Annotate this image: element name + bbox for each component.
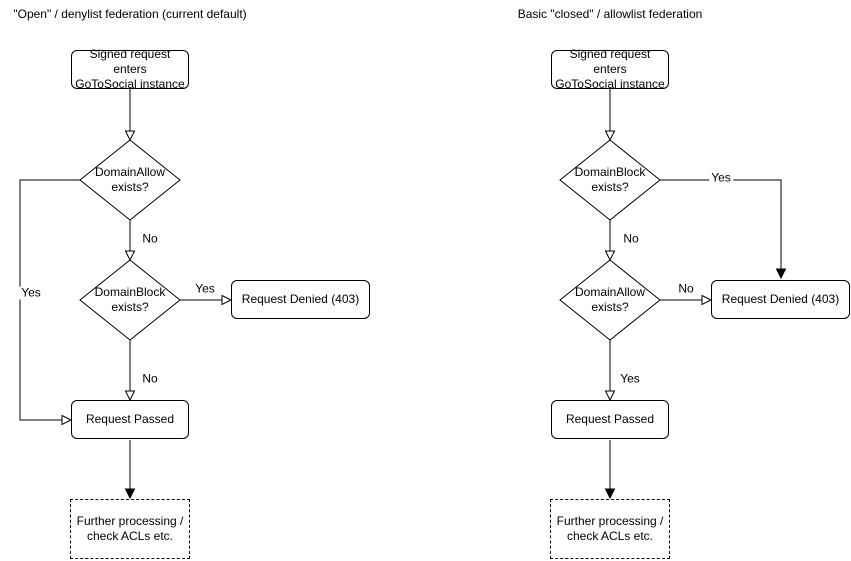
right-edge-label-no-denied: No (676, 281, 696, 296)
open-arrowhead-icon (124, 250, 136, 262)
right-start-node: Signed request enters GoToSocial instanc… (551, 47, 669, 91)
left-domainallow-diamond (79, 139, 181, 221)
right-edge-label-yes-denied: Yes (709, 170, 733, 185)
open-arrowhead-icon (604, 130, 616, 142)
left-edge-label-yes-loop: Yes (19, 285, 43, 300)
left-edge-label-yes-denied: Yes (193, 281, 217, 296)
left-request-denied-node: Request Denied (403) (231, 280, 370, 319)
right-further-processing-node: Further processing / check ACLs etc. (550, 499, 670, 559)
right-edge-domainblock-yes-to-denied (660, 179, 782, 270)
open-arrowhead-icon (61, 414, 73, 426)
right-request-denied-node: Request Denied (403) (711, 280, 850, 319)
right-edge-label-yes-passed: Yes (618, 371, 642, 386)
left-domainblock-diamond (79, 259, 181, 341)
open-arrowhead-icon (604, 390, 616, 402)
left-edge-domainallow-yes-loop (19, 179, 80, 421)
open-arrowhead-icon (701, 294, 713, 306)
right-edge-label-no-1: No (621, 231, 641, 246)
left-start-node: Signed request enters GoToSocial instanc… (71, 47, 189, 91)
left-chart-title: "Open" / denylist federation (current de… (13, 7, 247, 21)
solid-arrowhead-icon (775, 268, 787, 280)
open-arrowhead-icon (124, 390, 136, 402)
left-edge-label-no-1: No (140, 231, 160, 246)
right-request-passed-node: Request Passed (551, 400, 669, 439)
solid-arrowhead-icon (124, 488, 136, 500)
solid-arrowhead-icon (604, 488, 616, 500)
open-arrowhead-icon (604, 250, 616, 262)
right-domainallow-diamond (559, 259, 661, 341)
left-further-processing-node: Further processing / check ACLs etc. (70, 499, 190, 559)
right-chart-title: Basic "closed" / allowlist federation (517, 7, 703, 21)
left-edge-label-no-2: No (140, 371, 160, 386)
open-arrowhead-icon (124, 130, 136, 142)
left-request-passed-node: Request Passed (71, 400, 189, 439)
open-arrowhead-icon (221, 294, 233, 306)
right-domainblock-diamond (559, 139, 661, 221)
